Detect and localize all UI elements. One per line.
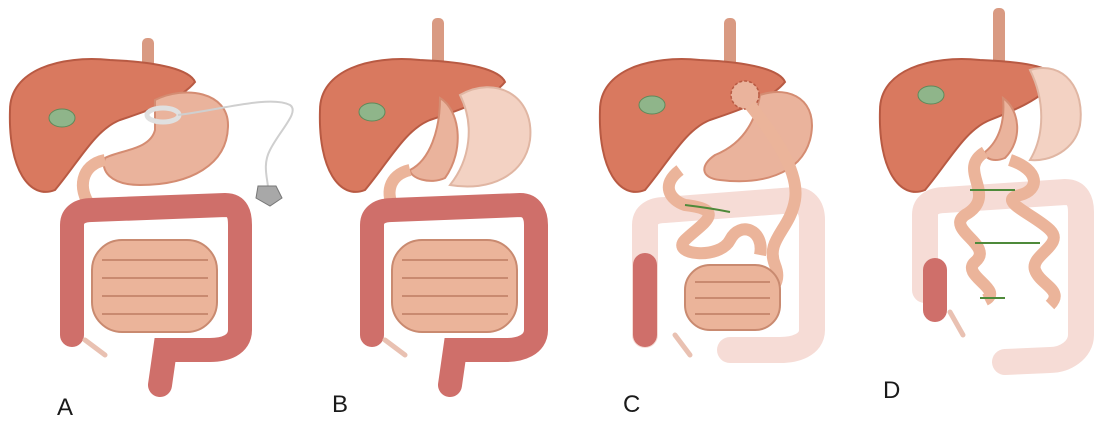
- removed-stomach-portion: [1030, 68, 1081, 160]
- panel-c: C: [590, 0, 850, 423]
- bypassed-colon: [925, 192, 1081, 362]
- appendix: [950, 312, 963, 335]
- small-bowel: [92, 240, 217, 332]
- panel-a-illustration: [0, 0, 260, 400]
- panel-a: A: [0, 0, 260, 423]
- appendix: [385, 340, 405, 355]
- small-bowel: [392, 240, 517, 332]
- appendix: [675, 335, 690, 355]
- gallbladder: [359, 103, 385, 121]
- gallbladder: [49, 109, 75, 127]
- access-port: [256, 186, 282, 206]
- gallbladder: [918, 86, 944, 104]
- panel-d-illustration: [835, 0, 1095, 400]
- alimentary-limb: [960, 152, 990, 300]
- panel-label-a: A: [57, 394, 73, 422]
- panel-label-d: D: [883, 377, 900, 405]
- panel-label-c: C: [623, 391, 640, 419]
- panel-label-b: B: [332, 391, 348, 419]
- panel-b: B: [310, 0, 570, 423]
- panel-b-illustration: [310, 0, 570, 400]
- appendix: [85, 340, 105, 355]
- panel-d: D: [835, 0, 1095, 423]
- gallbladder: [639, 96, 665, 114]
- panel-c-illustration: [590, 0, 850, 400]
